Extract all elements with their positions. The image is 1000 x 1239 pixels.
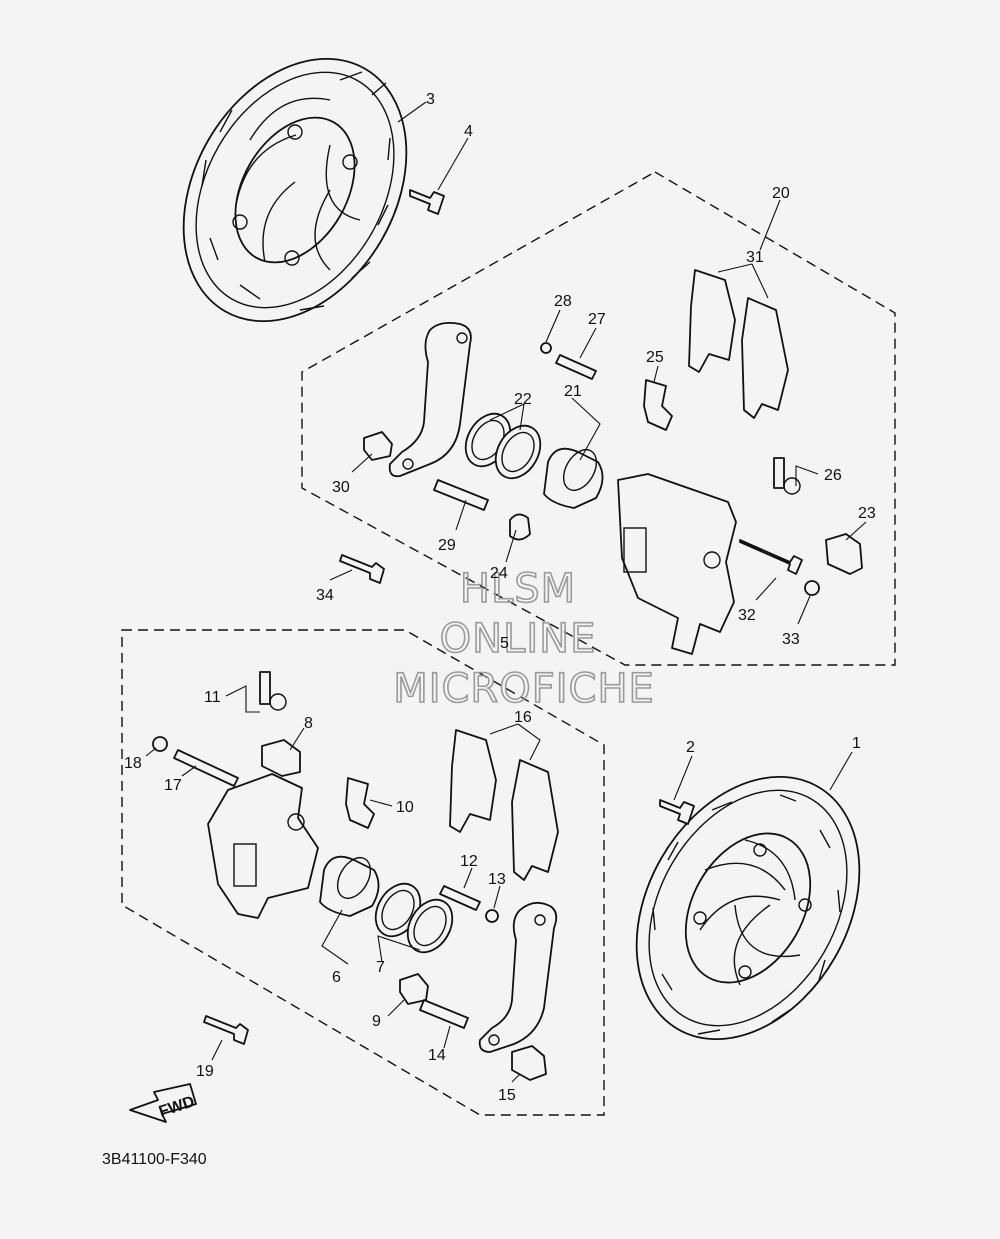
watermark: HLSM ONLINE MICROFICHE [392,565,655,713]
callout-8: 8 [304,715,313,732]
sleeve-8 [261,739,301,777]
leader-lines [145,101,867,1083]
caliper-assembly-5-boundary [121,629,605,1116]
fwd-arrow-icon: FWD [129,1083,197,1123]
brake-pads-31 [688,269,789,419]
bolt-19 [203,1015,249,1045]
callout-27: 27 [588,311,606,328]
callout-6: 6 [332,969,341,986]
pad-spring-25 [643,379,673,431]
watermark-line-1: HLSM [460,566,576,612]
bolt-17 [173,749,239,787]
caliper-bracket-bottom [478,901,558,1053]
caliper-body-top [617,473,737,655]
pin-27 [540,342,597,380]
watermark-line-3: MICROFICHE [393,666,655,712]
sleeve-15 [511,1045,547,1081]
bleed-screw-11 [259,671,287,711]
callout-16: 16 [514,709,532,726]
piston-seal-22 [464,412,542,480]
callout-23: 23 [858,505,876,522]
callout-32: 32 [738,607,756,624]
piston-seal-7 [374,882,454,954]
callout-7: 7 [376,959,385,976]
brake-disc-1 [635,775,861,1041]
boot-18 [152,736,168,752]
callout-9: 9 [372,1013,381,1030]
disc-bolt-4 [409,189,445,215]
caliper-assembly-20-boundary [301,171,896,666]
callout-3: 3 [426,91,435,108]
callout-20: 20 [772,185,790,202]
callout-2: 2 [686,739,695,756]
callout-labels: 1 2 3 4 5 6 7 8 9 10 11 12 13 14 15 16 1… [124,91,876,1104]
bleed-screw-26 [773,457,801,495]
drawing-code: 3B41100-F340 [102,1151,207,1168]
disc-bolt-2 [659,799,695,825]
callout-30: 30 [332,479,350,496]
callout-12: 12 [460,853,478,870]
callout-26: 26 [824,467,842,484]
sleeve-23 [825,533,863,575]
sleeve-30 [363,431,393,461]
callout-5: 5 [500,635,509,652]
piston-21 [543,447,604,509]
callout-24: 24 [490,565,508,582]
bolt-34 [339,554,385,584]
callout-25: 25 [646,349,664,366]
callout-13: 13 [488,871,506,888]
callout-19: 19 [196,1063,214,1080]
caliper-bracket-top [388,321,472,478]
callout-10: 10 [396,799,414,816]
callout-28: 28 [554,293,572,310]
bolt-29 [433,479,489,511]
callout-21: 21 [564,383,582,400]
callout-22: 22 [514,391,532,408]
boot-33 [804,580,820,596]
callout-11: 11 [204,689,221,706]
callout-14: 14 [428,1047,446,1064]
piston-6 [319,855,380,917]
callout-17: 17 [164,777,182,794]
callout-1: 1 [852,735,861,752]
callout-18: 18 [124,755,142,772]
brake-disc-3 [182,57,408,323]
bolt-32 [739,539,803,575]
boot-24 [509,513,531,541]
watermark-line-2: ONLINE [440,616,597,662]
pin-12 [439,885,481,911]
callout-4: 4 [464,123,473,140]
brake-pads-16 [449,729,559,881]
pad-spring-10 [345,777,375,829]
caliper-body-bottom [207,773,319,919]
callout-34: 34 [316,587,334,604]
callout-33: 33 [782,631,800,648]
callout-15: 15 [498,1087,516,1104]
callout-29: 29 [438,537,456,554]
washer-13 [485,909,499,923]
callout-31: 31 [746,249,764,266]
bolt-14 [419,999,469,1029]
